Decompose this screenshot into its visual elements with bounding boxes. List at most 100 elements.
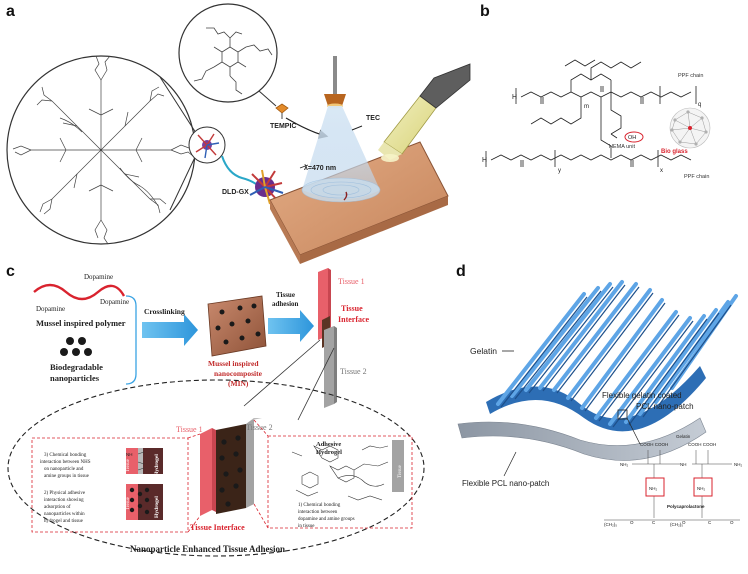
note3-line4: amine groups in tissue [44, 474, 90, 479]
adhesive-hydrogel-2: Hydrogel [316, 449, 342, 456]
left-inset [31, 433, 201, 533]
tissue2-bottom-label: Tissue 2 [246, 423, 273, 432]
small-particle-circle [188, 126, 226, 164]
chem-cooh-2: COOH COOH [688, 442, 716, 447]
chem-nh2-right: NH₂ [734, 462, 742, 467]
note3-line3: on nanoparticle and [44, 467, 84, 472]
b-oh: OH [628, 135, 636, 141]
tempic-molecule [193, 27, 273, 95]
tec-label: TEC [366, 115, 380, 122]
min-label-3: (MIN) [228, 379, 249, 388]
b-ppf-bottom: PPF chain [684, 174, 709, 180]
min-label-2: nanocomposite [214, 369, 263, 378]
tissue-adhesion-label-2: adhesion [272, 300, 299, 308]
panel-c-footer: Nanoparticle Enhanced Tissue Adhesion [130, 544, 285, 554]
chem-cooh-1: COOH COOH [640, 442, 668, 447]
note2-line2: interaction showing [44, 498, 84, 503]
note-1: 1) Chemical bonding interaction between … [298, 503, 355, 529]
panel-a-letter: a [6, 3, 15, 20]
pcl-base-patch [457, 417, 707, 461]
crosslinking-label: Crosslinking [144, 307, 185, 316]
wavelength-label: λ=470 nm [304, 164, 336, 172]
chem-nh-mid: NH [680, 462, 687, 467]
chem-o-2: O [682, 520, 686, 525]
coated-label-1: Flexible gelatin coated [602, 391, 682, 400]
b-h-bottom: H [482, 157, 487, 164]
b-sub-y: y [558, 168, 561, 174]
tissue1-top-label: Tissue 1 [338, 277, 365, 286]
dendrimer-structure [12, 55, 194, 245]
hydrogel-tag-1: Hydrogel [154, 454, 160, 476]
biodegradable-label-2: nanoparticles [50, 373, 100, 383]
chem-c-1: C [652, 520, 656, 525]
panel-c-letter: c [6, 263, 15, 280]
chem-nh2-box2: NH₂ [697, 486, 705, 491]
dopamine-right: Dopamine [100, 298, 129, 306]
hydrogel-tag-2: Hydrogel [154, 496, 160, 518]
b-ppf-top: PPF chain [678, 73, 703, 79]
chem-gelatin: Gelatin [676, 434, 691, 439]
chem-o-1: O [630, 520, 634, 525]
dldgx-particle [221, 155, 284, 205]
tissue-interface-top-2: Interface [338, 315, 370, 324]
note2-line4: nanoparticles within [44, 512, 85, 517]
mussel-polymer-label: Mussel inspired polymer [36, 318, 126, 328]
min-label-1: Mussel inspired [208, 359, 259, 368]
note1-line4: in tissue [298, 524, 315, 529]
bio-glass-cluster [669, 107, 711, 149]
b-bio-glass: Bio glass [661, 149, 688, 155]
callout-square [617, 409, 628, 420]
chem-o-3: O [730, 520, 734, 525]
chem-nh2-box1: NH₂ [649, 486, 657, 491]
note1-line3: dopamine and amine groups [298, 517, 355, 522]
tissue-interface-top-1: Tissue [341, 304, 363, 313]
adhesive-hydrogel-1: Adhesive [316, 441, 341, 448]
mussel-polymer-strand [33, 283, 126, 301]
nanoparticle-dots [60, 337, 92, 356]
tempic-label: TEMPIC [270, 123, 296, 130]
note-2: 2) Physical adhesive interaction showing… [44, 491, 86, 524]
light-cone [301, 106, 381, 203]
b-sub-x: x [660, 168, 663, 174]
tissue-tag-2: Tissue [126, 496, 131, 510]
panel-c: c Dopamine Dopamine Dopamine Mussel insp… [6, 263, 425, 557]
tissue1-bottom-label: Tissue 1 [176, 425, 203, 434]
dendrimer-zoom-circle [6, 55, 196, 245]
tempic-zoom-circle [178, 3, 278, 107]
tissue-tag-1: Tissue [126, 458, 131, 472]
panel-d: d [456, 263, 742, 527]
panel-b-letter: b [480, 3, 490, 20]
note1-line1: 1) Chemical bonding [298, 503, 341, 508]
ppf-hema-structure [485, 59, 697, 167]
panel-a: a [6, 3, 471, 264]
chem-c-2: C [708, 520, 712, 525]
gelatin-label: Gelatin [470, 346, 497, 356]
biodegradable-label-1: Biodegradable [50, 362, 103, 372]
note3-line1: 3) Chemical bonding [44, 453, 87, 458]
note2-line5: hydrogel and tissue [44, 519, 84, 524]
panel-b: b H H m q y x PPF chain PPF chain HE [480, 3, 711, 180]
crosslinking-arrow [142, 314, 198, 346]
note-3: 3) Chemical bonding interaction between … [40, 453, 91, 479]
right-inset [253, 419, 413, 529]
panel-d-letter: d [456, 263, 466, 280]
min-block [207, 295, 267, 357]
note1-line2: interaction between [298, 510, 338, 515]
dopamine-top: Dopamine [84, 273, 113, 281]
dldgx-label: DLD-GX [222, 189, 249, 196]
chem-polycaprolactone: Polycaprolactone [667, 504, 705, 509]
note3-line2: interaction between NHS [40, 460, 91, 465]
note2-line3: adsorption of [44, 505, 71, 510]
chem-nh2-left: NH₂ [620, 462, 628, 467]
chem-structure: Gelatin COOH COOH COOH COOH NH₂ NH NH₂ N… [604, 434, 742, 527]
dopamine-left: Dopamine [36, 305, 65, 313]
coated-label-2: PCL nano-patch [636, 402, 694, 411]
b-sub-m: m [584, 104, 589, 110]
light-lamp [324, 56, 346, 109]
gelatin-ridged-sheet [486, 280, 738, 432]
tempic-symbol [275, 103, 289, 119]
pcl-label: Flexible PCL nano-patch [462, 479, 549, 488]
tec-applicator [378, 63, 471, 162]
tissue-adhesion-label-1: Tissue [276, 291, 295, 299]
